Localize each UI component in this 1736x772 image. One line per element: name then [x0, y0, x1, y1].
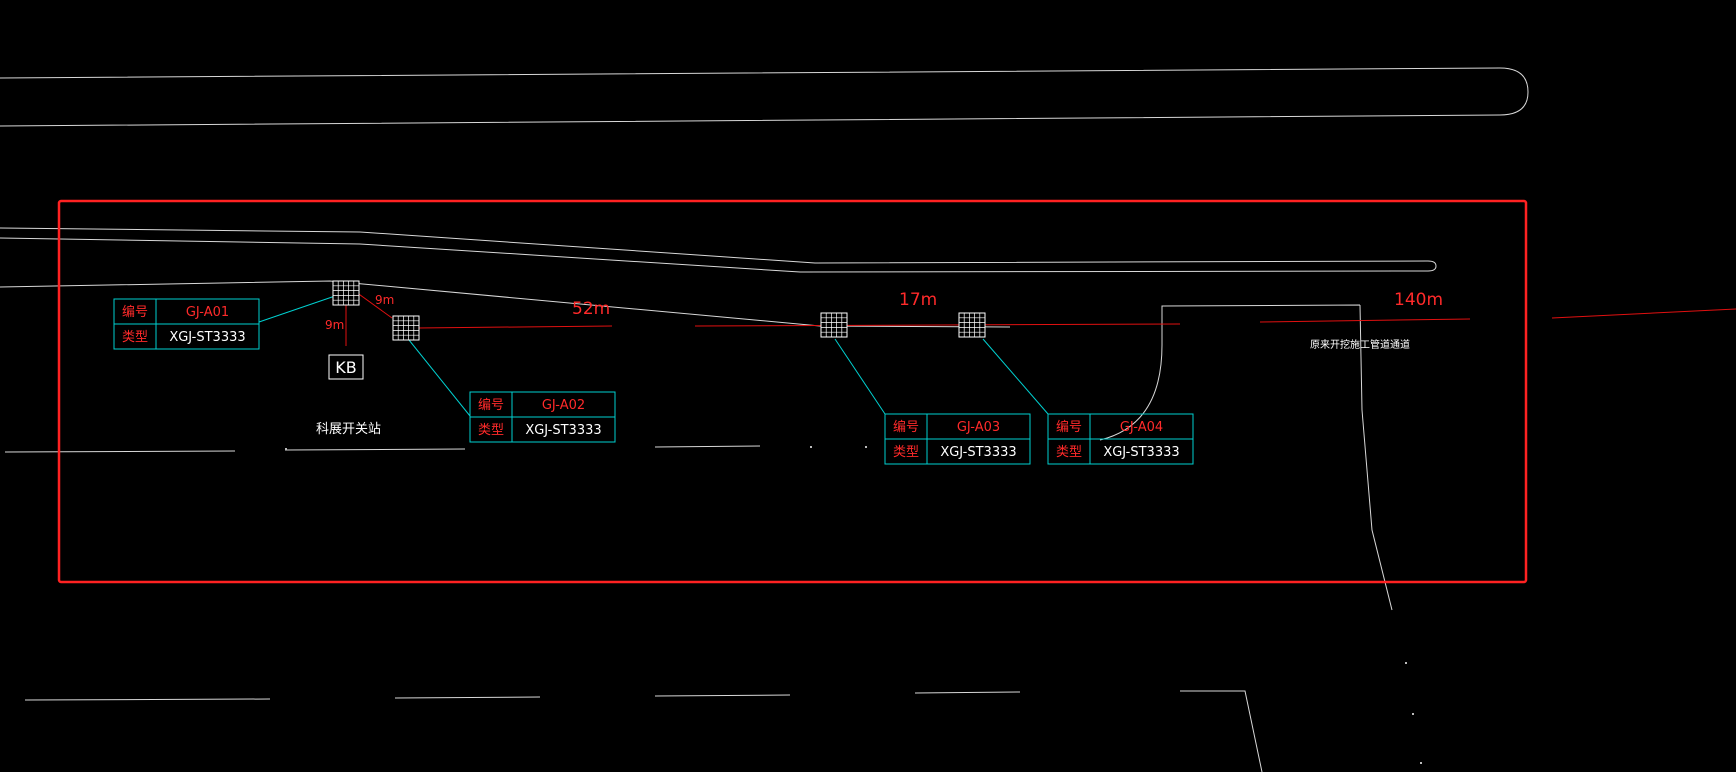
- cable-route: [345, 291, 1736, 346]
- leader-a03: [834, 338, 886, 415]
- well-info-tables: 编号 GJ-A01 类型 XGJ-ST3333 编号 GJ-A02 类型 XGJ-ST3333…: [113, 298, 1194, 465]
- distance-label: 52m: [572, 299, 610, 319]
- table-type-label: 类型: [1056, 445, 1082, 460]
- leader-lines: [258, 295, 1049, 417]
- table-id-label: 编号: [893, 420, 919, 435]
- leader-a01: [258, 295, 336, 323]
- table-type-label: 类型: [478, 423, 504, 438]
- distance-labels: 9m 9m 52m 17m 140m: [325, 290, 1443, 332]
- table-id-label: 编号: [1056, 420, 1082, 435]
- dot: [810, 446, 812, 448]
- scatter-dots: [285, 446, 1422, 764]
- well-info-table[interactable]: 编号 GJ-A01 类型 XGJ-ST3333: [113, 298, 260, 350]
- manhole-well-icon[interactable]: [958, 312, 986, 338]
- street-edge-bottom: [24, 690, 1263, 772]
- manhole-wells: [332, 280, 986, 341]
- dot: [285, 448, 287, 450]
- well-outline: [820, 312, 848, 338]
- table-id-value: GJ-A01: [186, 305, 229, 320]
- well-outline: [392, 315, 420, 341]
- road-lines: [0, 67, 1529, 772]
- well-info-table[interactable]: 编号 GJ-A03 类型 XGJ-ST3333: [884, 413, 1031, 465]
- table-id-value: GJ-A03: [957, 420, 1000, 435]
- cable-segment: [1551, 308, 1736, 319]
- road-lower-edge: [0, 280, 1011, 328]
- distance-label: 17m: [899, 290, 937, 310]
- table-type-value: XGJ-ST3333: [1103, 445, 1179, 460]
- dot: [1420, 762, 1422, 764]
- well-outline: [958, 312, 986, 338]
- right-note-label: 原来开挖施工管道通道: [1310, 338, 1410, 351]
- distance-label: 9m: [375, 293, 394, 307]
- well-outline: [332, 280, 360, 306]
- well-info-table[interactable]: 编号 GJ-A04 类型 XGJ-ST3333: [1047, 413, 1194, 465]
- kb-label: KB: [335, 358, 356, 377]
- street-edge-mid: [4, 445, 761, 453]
- dot: [865, 446, 867, 448]
- scope-frame: [57, 199, 1528, 584]
- manhole-well-icon[interactable]: [332, 280, 360, 306]
- manhole-well-icon[interactable]: [392, 315, 420, 341]
- cable-segment: [1259, 318, 1471, 323]
- table-id-value: GJ-A04: [1120, 420, 1163, 435]
- distance-label: 140m: [1394, 290, 1443, 310]
- cable-diag: [355, 291, 393, 319]
- leader-a04: [982, 338, 1049, 415]
- distance-label: 9m: [325, 318, 344, 332]
- table-type-value: XGJ-ST3333: [525, 423, 601, 438]
- kb-box-frame: [328, 354, 364, 380]
- table-type-value: XGJ-ST3333: [940, 445, 1016, 460]
- station-label: 科展开关站: [316, 422, 381, 437]
- manhole-well-icon[interactable]: [820, 312, 848, 338]
- cable-segment: [694, 323, 1181, 327]
- table-type-value: XGJ-ST3333: [169, 330, 245, 345]
- dot: [1405, 662, 1407, 664]
- well-info-table[interactable]: 编号 GJ-A02 类型 XGJ-ST3333: [469, 391, 616, 443]
- table-type-label: 类型: [122, 330, 148, 345]
- dot: [1412, 713, 1414, 715]
- kb-box[interactable]: KB: [328, 354, 364, 380]
- road-middle-upper-edge: [0, 227, 1437, 273]
- table-id-label: 编号: [122, 305, 148, 320]
- road-top-upper-edge: [0, 67, 1529, 127]
- building-outline: [1099, 304, 1393, 611]
- leader-a02: [404, 334, 471, 417]
- table-id-label: 编号: [478, 398, 504, 413]
- table-type-label: 类型: [893, 445, 919, 460]
- cable-segment: [417, 325, 613, 329]
- table-id-value: GJ-A02: [542, 398, 585, 413]
